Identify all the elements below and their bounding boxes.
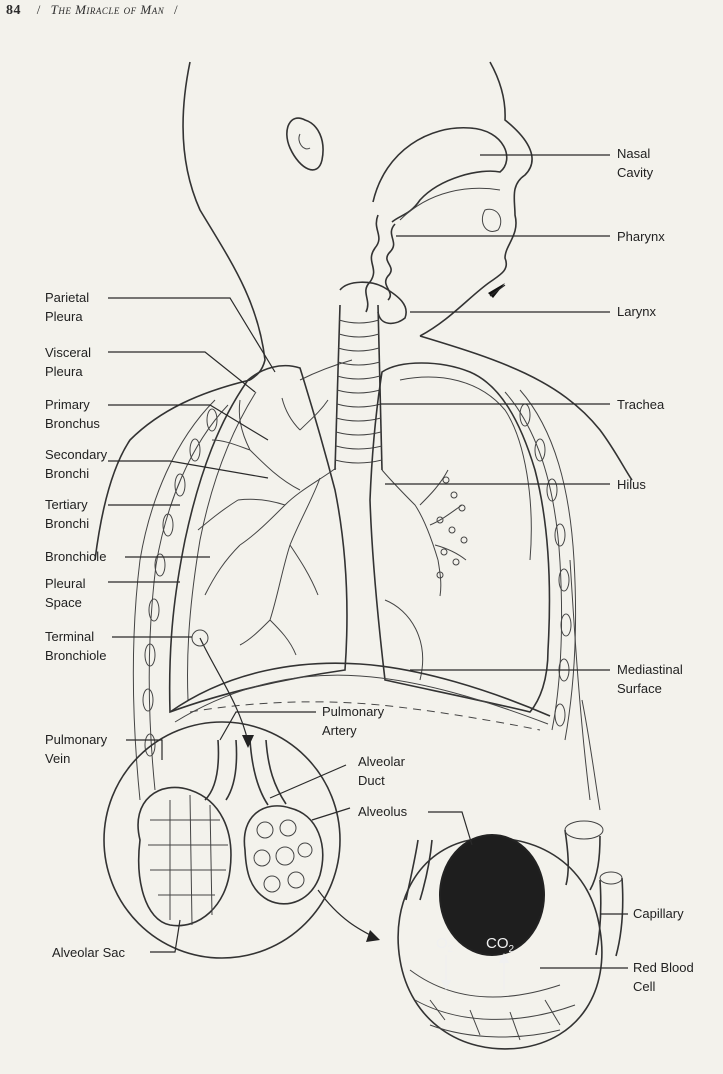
label-alv-duct-2: Duct [358, 773, 385, 788]
label-rbc-2: Cell [633, 979, 656, 994]
ribs [133, 390, 575, 800]
label-mediastinal-2: Surface [617, 681, 662, 696]
left-lung [170, 366, 347, 712]
label-pleural-1: Pleural [45, 576, 86, 591]
label-primary-1: Primary [45, 397, 90, 412]
label-nasal-1: Nasal [617, 146, 650, 161]
arrow-head [366, 930, 380, 942]
label-nasal-2: Cavity [617, 165, 654, 180]
label-larynx: Larynx [617, 304, 657, 319]
arrow-head [242, 735, 254, 748]
trachea [335, 282, 406, 470]
labels-middle: Pulmonary Artery Alveolar Duct Alveolus [322, 704, 408, 819]
label-parietal-2: Pleura [45, 309, 83, 324]
label-hilus: Hilus [617, 477, 646, 492]
label-bronchiole: Bronchiole [45, 549, 106, 564]
label-pleural-2: Space [45, 595, 82, 610]
label-secondary-2: Bronchi [45, 466, 89, 481]
label-visceral-2: Pleura [45, 364, 83, 379]
label-alveolar-sac: Alveolar Sac [52, 945, 125, 960]
label-capillary: Capillary [633, 906, 684, 921]
label-terminal-2: Bronchiole [45, 648, 106, 663]
label-mediastinal-1: Mediastinal [617, 662, 683, 677]
label-visceral-1: Visceral [45, 345, 91, 360]
label-pulm-vein-1: Pulmonary [45, 732, 108, 747]
leader-lines [108, 155, 628, 968]
alveolar-magnification [104, 722, 340, 958]
label-terminal-1: Terminal [45, 629, 94, 644]
label-o2: O2 [436, 935, 454, 955]
label-trachea: Trachea [617, 397, 665, 412]
alveolus-detail [398, 821, 623, 1049]
label-alveolus: Alveolus [358, 804, 408, 819]
diaphragm [170, 663, 550, 730]
label-tertiary-1: Tertiary [45, 497, 88, 512]
label-primary-2: Bronchus [45, 416, 100, 431]
labels-right: Nasal Cavity Pharynx Larynx Trachea Hilu… [617, 146, 694, 994]
label-pulm-artery-1: Pulmonary [322, 704, 385, 719]
label-parietal-1: Parietal [45, 290, 89, 305]
label-tertiary-2: Bronchi [45, 516, 89, 531]
label-pharynx: Pharynx [617, 229, 665, 244]
body-outline [95, 62, 632, 810]
label-alv-duct-1: Alveolar [358, 754, 406, 769]
label-pulm-vein-2: Vein [45, 751, 70, 766]
label-pulm-artery-2: Artery [322, 723, 357, 738]
labels-left: Parietal Pleura Visceral Pleura Primary … [45, 290, 125, 960]
label-rbc-1: Red Blood [633, 960, 694, 975]
label-secondary-1: Secondary [45, 447, 108, 462]
